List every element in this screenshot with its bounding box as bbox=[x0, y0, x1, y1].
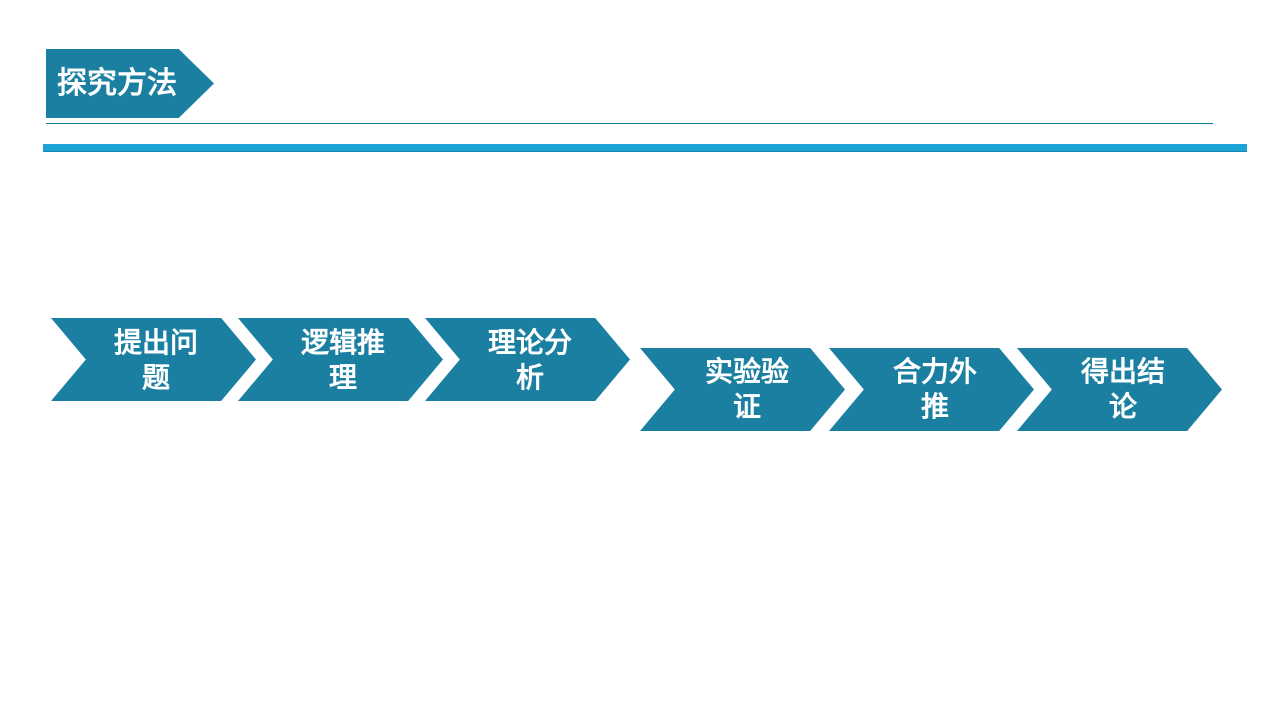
step-5-label: 合力外推 bbox=[892, 355, 977, 423]
header-divider-bar bbox=[43, 144, 1247, 152]
title-tab bbox=[46, 49, 214, 118]
step-3-label: 理论分析 bbox=[487, 326, 572, 394]
title-underline bbox=[46, 123, 1213, 124]
step-6-label: 得出结论 bbox=[1080, 355, 1165, 423]
step-4-label: 实验验证 bbox=[704, 355, 789, 423]
step-1-label: 提出问题 bbox=[113, 326, 198, 394]
step-2-label: 逻辑推理 bbox=[300, 326, 385, 394]
page-title: 探究方法 bbox=[57, 66, 177, 101]
